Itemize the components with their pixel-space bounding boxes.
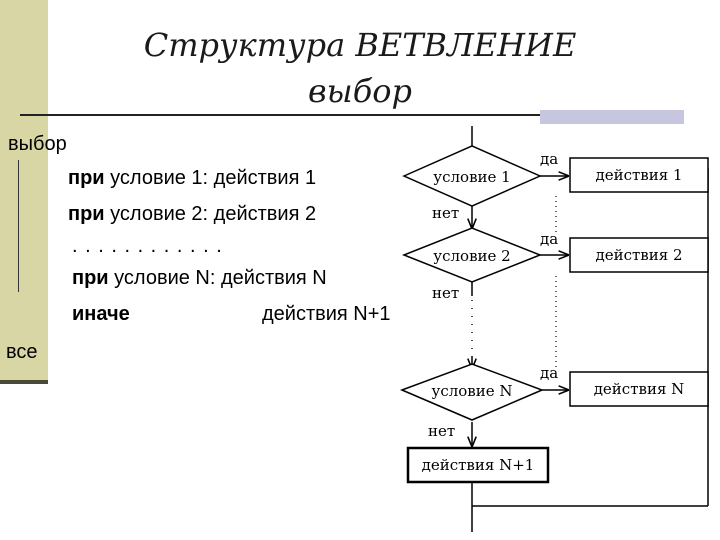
title-line-1: Структура ВЕТВЛЕНИЕ (143, 26, 577, 64)
title-line-2: выбор (308, 72, 412, 110)
action-n-box (569, 371, 709, 407)
corner-decoration (540, 110, 684, 124)
code-ellipsis: . . . . . . . . . . . . (72, 235, 223, 257)
action-1-label: действия 1 (595, 166, 682, 184)
condition-1-label: условие 1 (433, 168, 510, 186)
yes-label-1: да (540, 150, 558, 168)
code-bracket (18, 160, 19, 292)
code-else: иначе (72, 302, 130, 326)
keyword-when: при (72, 267, 109, 289)
no-label-n: нет (428, 422, 455, 440)
condition-2-label: условие 2 (433, 247, 510, 265)
keyword-else: иначе (72, 303, 130, 325)
branch-text: условие N: действия N (108, 267, 327, 289)
left-accent-strip (0, 0, 48, 384)
yes-label-n: да (540, 364, 558, 382)
slide-title: Структура ВЕТВЛЕНИЕ выбор (120, 22, 600, 114)
else-action-label: действия N+1 (422, 456, 535, 474)
keyword-when: при (68, 167, 105, 189)
code-branch-2: при условие 2: действия 2 (68, 202, 316, 226)
action-2-label: действия 2 (595, 246, 682, 264)
branch-text: условие 1: действия 1 (104, 167, 317, 189)
else-action-box (406, 446, 550, 484)
code-branch-1: при условие 1: действия 1 (68, 166, 316, 190)
no-label-1: нет (432, 204, 459, 222)
action-2-box (569, 237, 709, 273)
condition-n-label: условие N (432, 382, 513, 400)
code-else-action: действия N+1 (262, 303, 391, 325)
keyword-when: при (68, 203, 105, 225)
code-end: все (6, 341, 38, 363)
action-1-box (569, 157, 709, 193)
code-start: выбор (8, 133, 67, 155)
code-branch-n: при условие N: действия N (72, 266, 327, 290)
left-accent-rule (0, 380, 48, 384)
title-divider (20, 114, 682, 116)
action-n-label: действия N (594, 380, 685, 398)
no-label-2: нет (432, 284, 459, 302)
yes-label-2: да (540, 230, 558, 248)
branch-text: условие 2: действия 2 (104, 203, 317, 225)
